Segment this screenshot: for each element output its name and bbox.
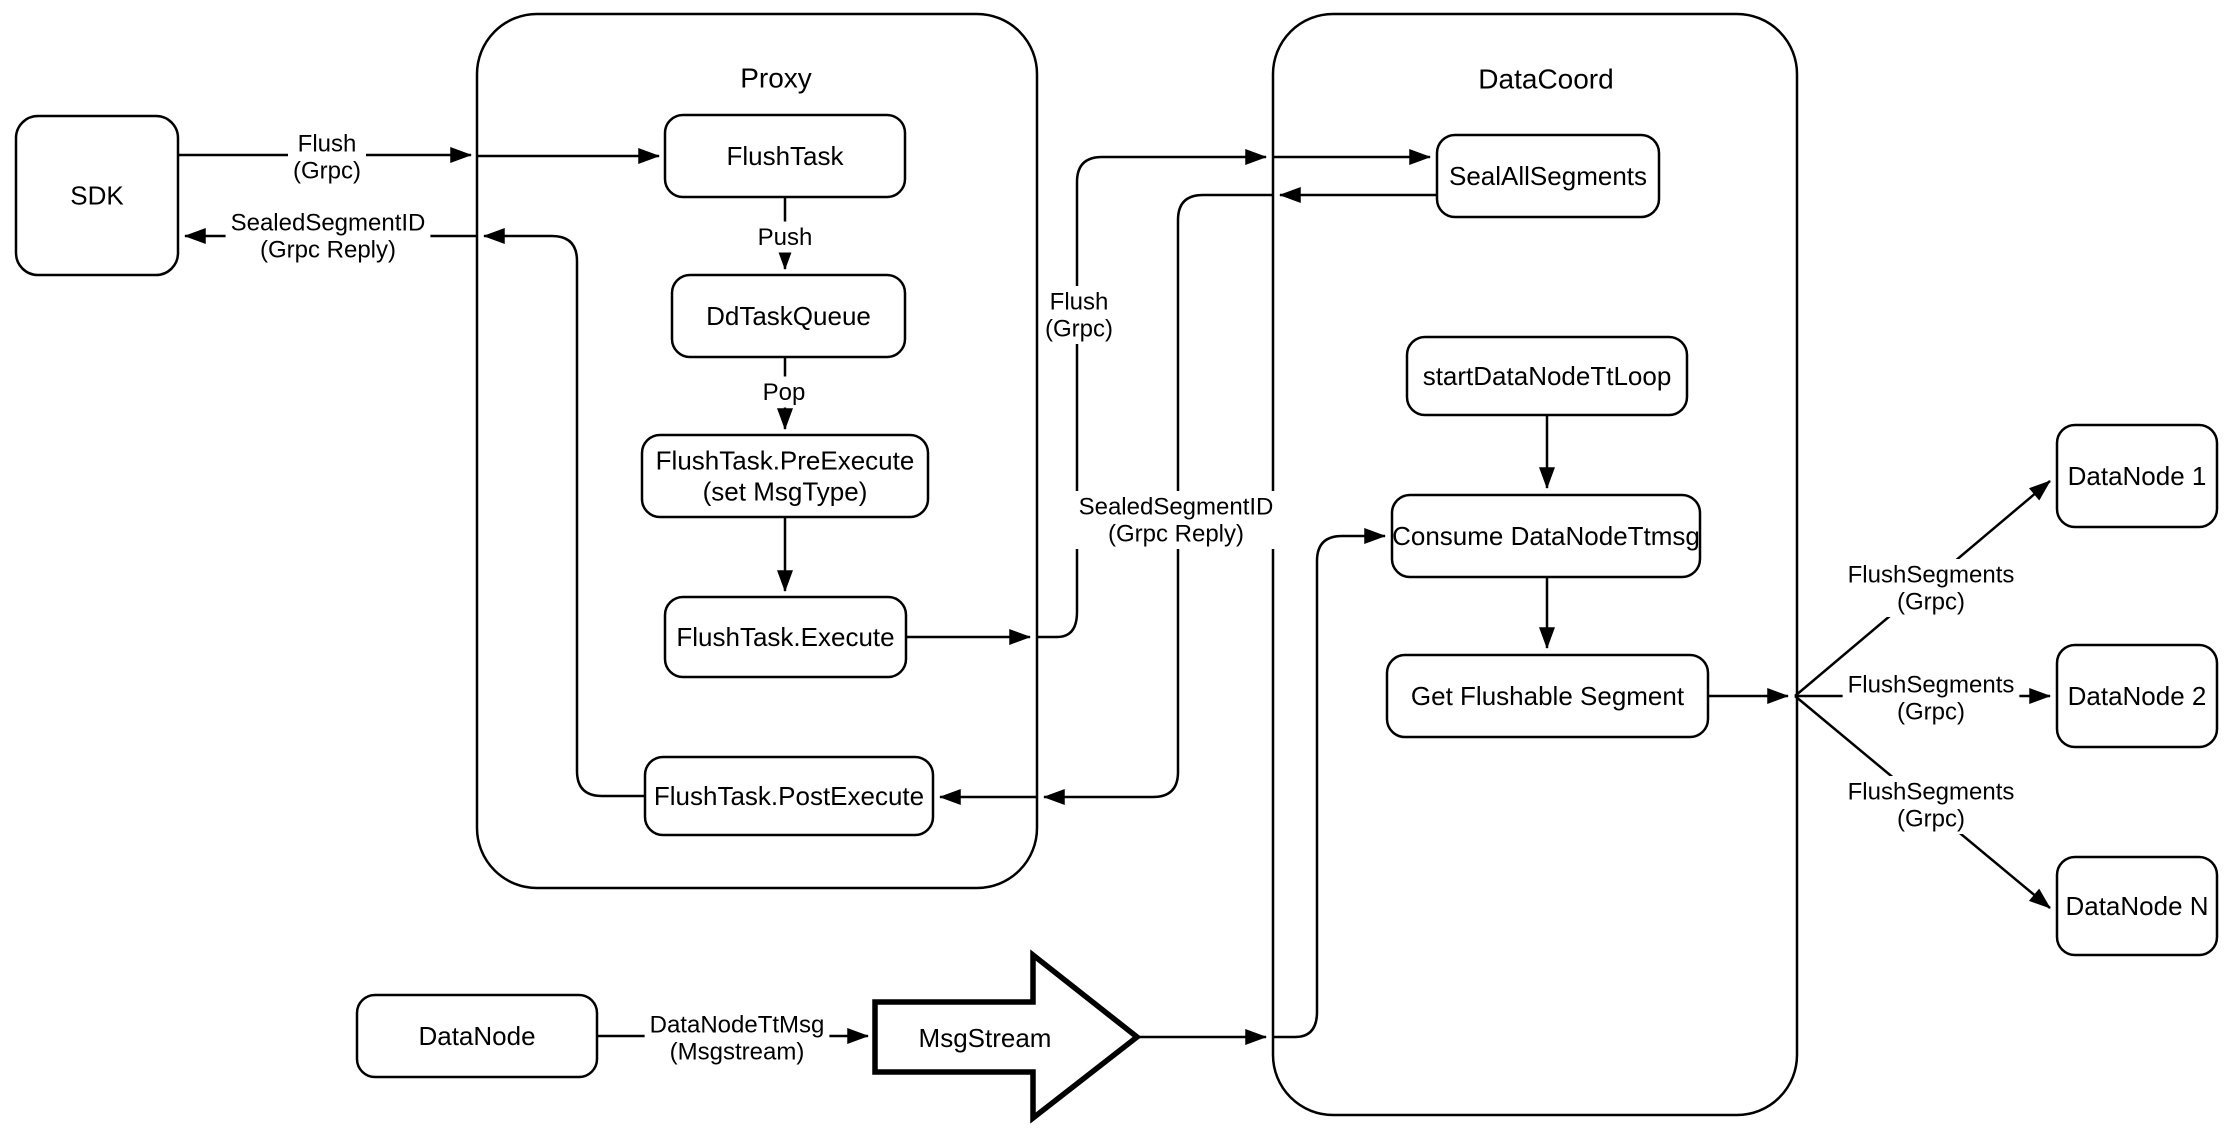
edge-label-pop-bg	[757, 376, 811, 408]
edge-label-flush-segments-2-bg	[1842, 669, 2020, 727]
nodes-layer: SDK FlushTaskDdTaskQueueFlushTask.PreExec…	[14, 113, 2219, 1079]
node-seal-all-segments: SealAllSegments	[1435, 133, 1661, 219]
edge-label-flush-segments-3-bg	[1842, 776, 2020, 834]
edge-label-flush-grpc-mid: Flush(Grpc)	[1040, 286, 1118, 344]
node-flush-task-post-execute-label: FlushTask.PostExecute	[654, 781, 924, 811]
node-flush-task: FlushTask	[663, 113, 907, 199]
edge-label-flush-grpc-left-bg	[288, 128, 366, 186]
edge-postexecute-to-proxy-edge	[483, 228, 645, 798]
edge-label-flush-grpc-left-text: Flush(Grpc)	[293, 130, 361, 184]
node-consume-datanode-ttmsg: Consume DataNodeTtmsg	[1390, 493, 1702, 579]
node-datanode-1-box	[2055, 423, 2219, 529]
edge-label-flush-segments-3-text: FlushSegments(Grpc)	[1848, 778, 2015, 832]
node-seal-all-segments-box	[1435, 133, 1661, 219]
node-sdk-label: SDK	[70, 181, 124, 211]
edge-label-flush-grpc-left: Flush(Grpc)	[288, 128, 366, 186]
edge-labels-layer: Flush(Grpc) SealedSegmentID(Grpc Reply) Pu…	[225, 128, 2020, 1067]
node-datanode-2-label: DataNode 2	[2068, 681, 2207, 711]
edge-label-flush-segments-3: FlushSegments(Grpc)	[1842, 776, 2020, 834]
node-dd-task-queue-box	[670, 273, 907, 359]
container-proxy-title: Proxy	[740, 63, 812, 94]
edge-label-flush-grpc-mid-text: Flush(Grpc)	[1045, 288, 1113, 342]
node-consume-datanode-ttmsg-label: Consume DataNodeTtmsg	[1392, 521, 1700, 551]
edge-label-flush-segments-1-bg	[1842, 559, 2020, 617]
node-datanode-1: DataNode 1	[2055, 423, 2219, 529]
node-datanode-2: DataNode 2	[2055, 643, 2219, 749]
node-sdk: SDK	[14, 114, 180, 277]
edge-datacoord-to-consume	[1273, 528, 1386, 1039]
node-flush-task-box	[663, 113, 907, 199]
node-seal-all-segments-label: SealAllSegments	[1449, 161, 1647, 191]
node-get-flushable-segment-box	[1385, 653, 1710, 739]
edge-label-sealed-segment-id-left-bg	[225, 207, 431, 265]
node-get-flushable-segment-label: Get Flushable Segment	[1411, 681, 1685, 711]
node-flush-task-pre-execute-label: FlushTask.PreExecute(set MsgType)	[656, 446, 915, 507]
node-start-datanode-tt-loop-box	[1405, 335, 1689, 417]
node-dd-task-queue: DdTaskQueue	[670, 273, 907, 359]
msgstream-arrow-outline	[872, 949, 1142, 1124]
edge-label-sealed-segment-id-left: SealedSegmentID(Grpc Reply)	[225, 207, 431, 265]
edge-label-push-bg	[752, 221, 818, 253]
edge-label-sealed-segment-id-left-text: SealedSegmentID(Grpc Reply)	[231, 209, 426, 263]
edge-label-flush-segments-1: FlushSegments(Grpc)	[1842, 559, 2020, 617]
node-datanode-n-label: DataNode N	[2065, 891, 2208, 921]
node-flush-task-post-execute-box	[643, 755, 935, 837]
edge-label-sealed-segment-id-mid: SealedSegmentID(Grpc Reply)	[1073, 491, 1279, 549]
edge-label-push-text: Push	[758, 224, 813, 251]
node-flush-task-execute-label: FlushTask.Execute	[676, 622, 894, 652]
edge-label-datanode-ttmsg: DataNodeTtMsg(Msgstream)	[644, 1009, 830, 1067]
node-sdk-box	[14, 114, 180, 277]
node-start-datanode-tt-loop: startDataNodeTtLoop	[1405, 335, 1689, 417]
edge-label-sealed-segment-id-mid-text: SealedSegmentID(Grpc Reply)	[1079, 493, 1274, 547]
edge-label-flush-segments-2-text: FlushSegments(Grpc)	[1848, 671, 2015, 725]
node-flush-task-post-execute: FlushTask.PostExecute	[643, 755, 935, 837]
edge-label-sealed-segment-id-mid-bg	[1073, 491, 1279, 549]
edge-label-flush-segments-2: FlushSegments(Grpc)	[1842, 669, 2020, 727]
node-datanode-box	[355, 993, 599, 1079]
edge-label-flush-grpc-mid-bg	[1040, 286, 1118, 344]
node-flush-task-pre-execute: FlushTask.PreExecute(set MsgType)	[640, 433, 930, 519]
edge-label-flush-segments-1-text: FlushSegments(Grpc)	[1848, 561, 2015, 615]
edge-label-datanode-ttmsg-bg	[644, 1009, 830, 1067]
node-start-datanode-tt-loop-label: startDataNodeTtLoop	[1423, 361, 1672, 391]
node-dd-task-queue-label: DdTaskQueue	[706, 301, 871, 331]
msgstream-shape: MsgStream	[872, 949, 1142, 1124]
edge-label-datanode-ttmsg-text: DataNodeTtMsg(Msgstream)	[650, 1011, 825, 1065]
node-flush-task-execute: FlushTask.Execute	[663, 595, 908, 679]
edge-label-pop: Pop	[757, 376, 811, 408]
node-consume-datanode-ttmsg-box	[1390, 493, 1702, 579]
node-get-flushable-segment: Get Flushable Segment	[1385, 653, 1710, 739]
container-datacoord-title: DataCoord	[1478, 64, 1613, 95]
node-datanode-label: DataNode	[418, 1021, 535, 1051]
node-flush-task-label: FlushTask	[726, 141, 844, 171]
edge-label-push: Push	[752, 221, 818, 253]
node-flush-task-pre-execute-box	[640, 433, 930, 519]
msgstream-layer: MsgStream	[872, 949, 1142, 1124]
node-flush-task-execute-box	[663, 595, 908, 679]
node-datanode-n-box	[2055, 855, 2219, 957]
node-datanode-n: DataNode N	[2055, 855, 2219, 957]
edge-proxy-to-datacoord-flush	[1037, 149, 1267, 639]
node-datanode: DataNode	[355, 993, 599, 1079]
edge-label-pop-text: Pop	[763, 379, 806, 406]
node-datanode-1-label: DataNode 1	[2068, 461, 2207, 491]
node-datanode-2-box	[2055, 643, 2219, 749]
msgstream-label: MsgStream	[919, 1023, 1052, 1053]
